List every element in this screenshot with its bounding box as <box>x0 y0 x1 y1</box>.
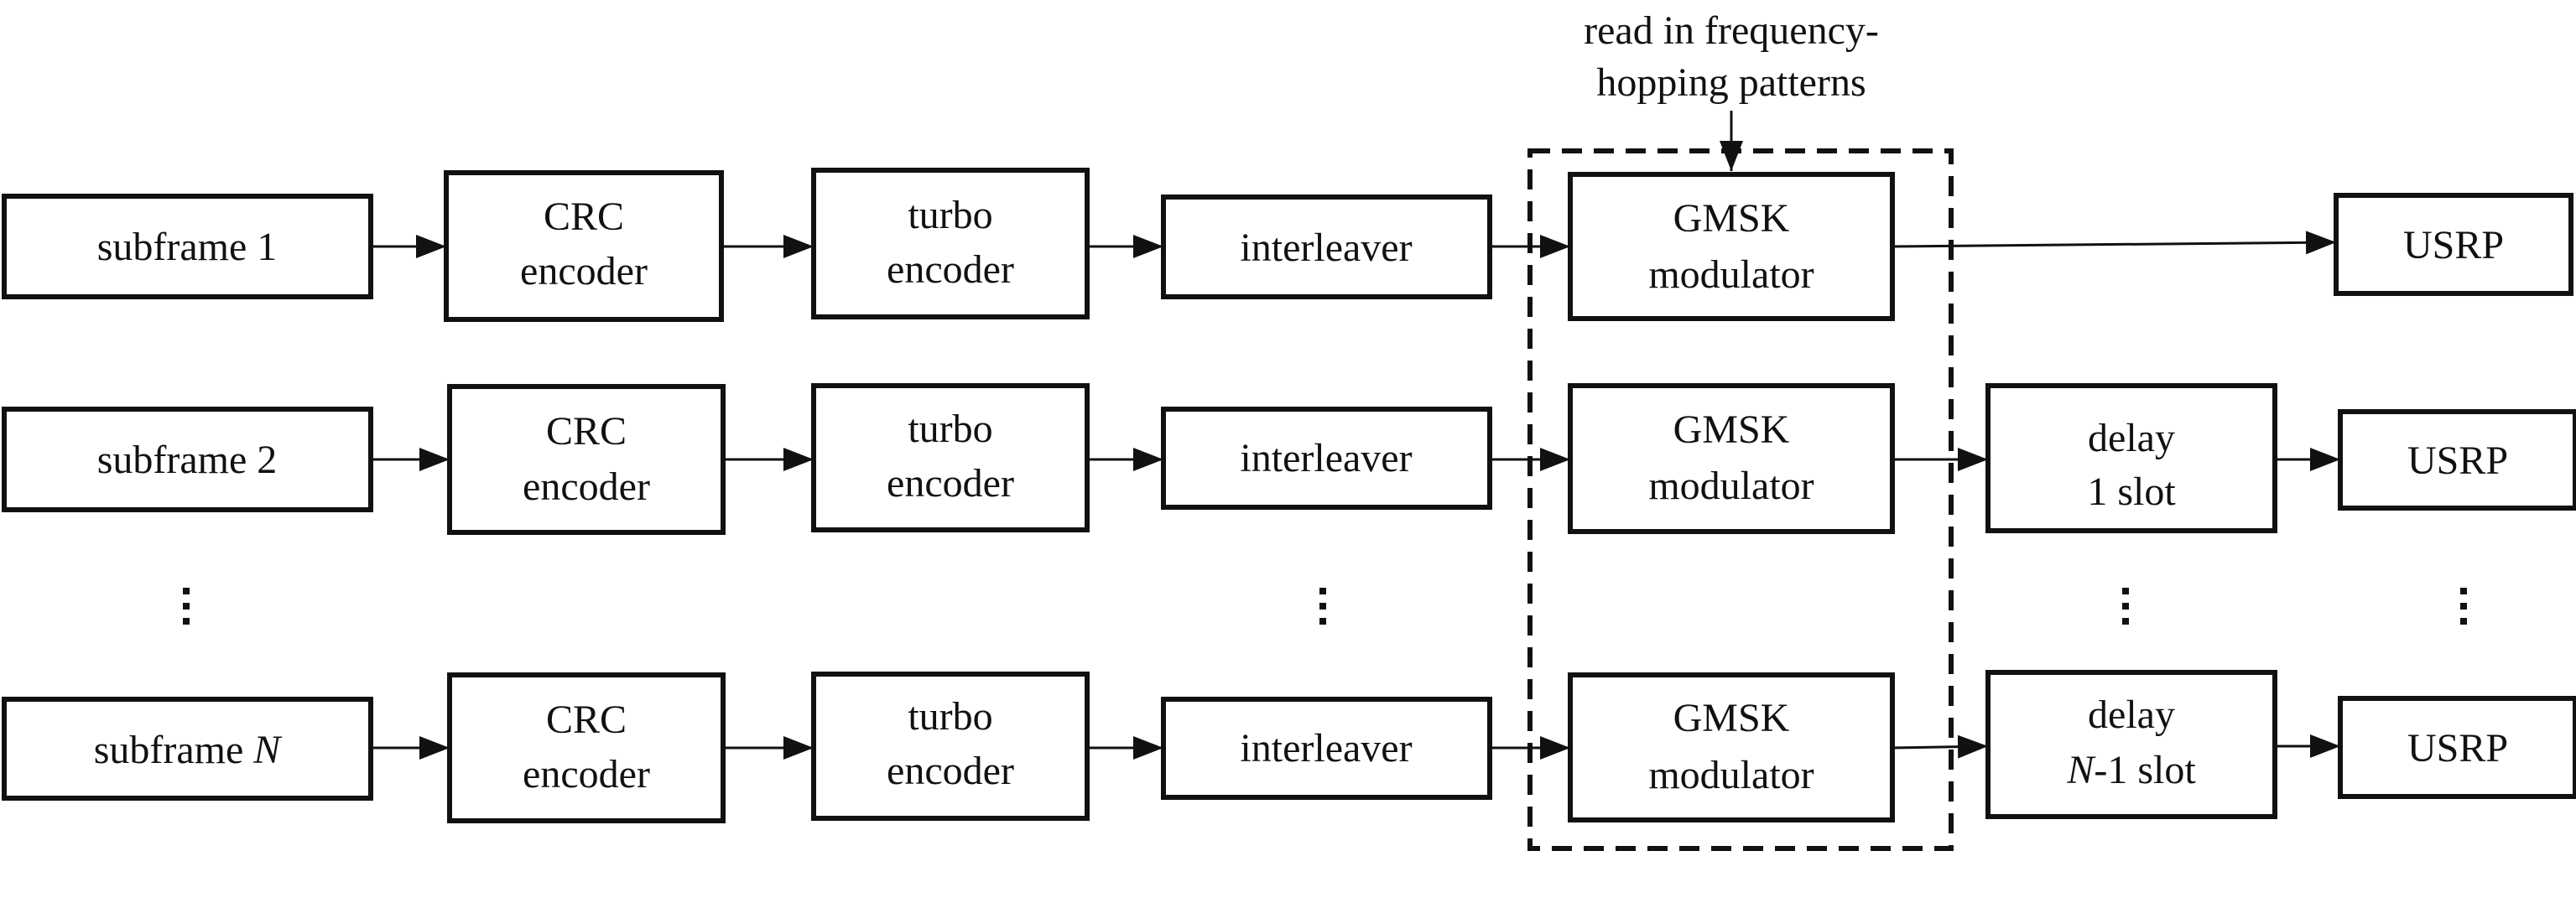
vertical-ellipsis-subframes <box>183 588 190 625</box>
interleaver-2-label: interleaver <box>1240 436 1412 480</box>
interleaver-1-label: interleaver <box>1240 226 1412 270</box>
arrow-modulator-n-to-delay <box>1892 734 1989 759</box>
usrp-1-box <box>2334 193 2573 296</box>
annotation-line-1: read in frequency- <box>1584 8 1879 53</box>
turbo-encoder-n-line-1: turbo <box>908 694 992 739</box>
usrp-1-label: USRP <box>2403 223 2504 267</box>
crc-encoder-1-line-1: CRC <box>544 195 624 239</box>
subframe-n-box <box>2 697 373 801</box>
usrp-n-box <box>2338 696 2576 799</box>
annotation-line-2: hopping patterns <box>1596 60 1866 105</box>
usrp-2-label: USRP <box>2407 438 2508 483</box>
turbo-encoder-1-box <box>811 168 1090 319</box>
gmsk-modulator-n-line-1: GMSK <box>1673 696 1790 740</box>
turbo-encoder-1-line-1: turbo <box>908 193 992 237</box>
crc-encoder-2-line-2: encoder <box>523 464 650 509</box>
crc-encoder-n-box <box>447 672 726 823</box>
subframe-1-label: subframe 1 <box>97 225 278 269</box>
turbo-encoder-n-line-2: encoder <box>887 749 1014 793</box>
interleaver-2-box <box>1161 407 1492 510</box>
subframe-2-label: subframe 2 <box>97 438 278 482</box>
delay-n-minus-1-slot-box <box>1985 670 2277 819</box>
crc-encoder-2-box <box>447 384 726 535</box>
usrp-n-label: USRP <box>2407 726 2508 771</box>
turbo-encoder-1-line-2: encoder <box>887 247 1014 292</box>
subframe-n-label: subframe N <box>94 728 284 772</box>
vertical-ellipsis-delays <box>2122 588 2129 625</box>
crc-encoder-2-line-1: CRC <box>546 409 627 454</box>
row-n: subframe N CRC encoder turbo encoder int… <box>2 670 2576 823</box>
subframe-2-box <box>2 407 373 512</box>
interleaver-n-box <box>1161 697 1492 800</box>
delay-1-slot-box <box>1985 383 2277 533</box>
gmsk-modulator-n-line-2: modulator <box>1648 753 1814 797</box>
turbo-encoder-2-box <box>811 383 1090 532</box>
arrow-modulator-1-to-usrp <box>1892 231 2337 255</box>
turbo-encoder-2-line-1: turbo <box>908 407 992 451</box>
vertical-ellipsis-interleavers <box>1319 588 1326 625</box>
gmsk-modulator-2-box <box>1568 383 1895 534</box>
vertical-ellipsis-usrps <box>2460 588 2467 625</box>
crc-encoder-1-line-2: encoder <box>520 249 648 293</box>
row-1: subframe 1 CRC encoder turbo encoder int… <box>2 168 2573 322</box>
crc-encoder-n-line-2: encoder <box>523 752 650 796</box>
turbo-encoder-2-line-2: encoder <box>887 461 1014 506</box>
row-2: subframe 2 CRC encoder turbo encoder int… <box>2 383 2576 535</box>
delay-n-minus-1-slot-line-2: N-1 slot <box>2066 748 2196 792</box>
gmsk-modulator-1-line-1: GMSK <box>1673 196 1790 241</box>
delay-1-slot-line-2: 1 slot <box>2087 470 2176 514</box>
gmsk-modulator-2-line-2: modulator <box>1648 464 1814 508</box>
delay-1-slot-line-1: delay <box>2088 416 2175 460</box>
crc-encoder-1-box <box>444 170 724 322</box>
interleaver-n-label: interleaver <box>1240 726 1412 771</box>
crc-encoder-n-line-1: CRC <box>546 698 627 742</box>
delay-n-minus-1-slot-line-1: delay <box>2088 693 2175 737</box>
turbo-encoder-n-box <box>811 672 1090 821</box>
gmsk-modulator-2-line-1: GMSK <box>1673 407 1790 452</box>
gmsk-modulator-1-line-2: modulator <box>1648 252 1814 297</box>
